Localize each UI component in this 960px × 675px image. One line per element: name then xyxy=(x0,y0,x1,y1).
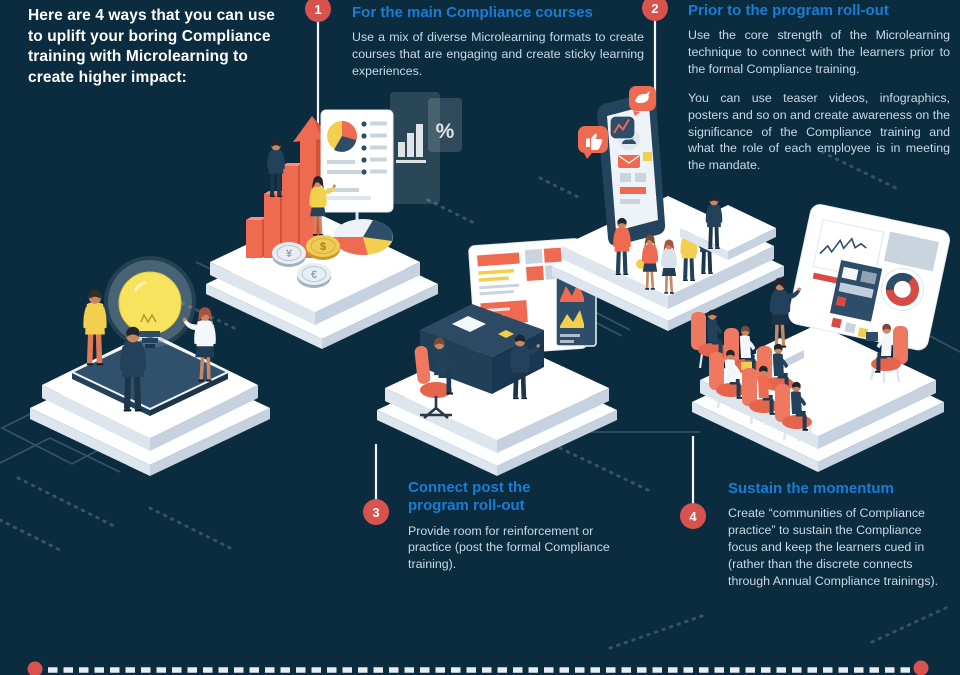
step-3-badge: 3 xyxy=(363,499,389,525)
svg-text:¥: ¥ xyxy=(286,248,293,260)
scene-growth-charts-presentation: % xyxy=(206,92,462,349)
section-2-title: Prior to the program roll-out xyxy=(688,2,889,19)
section-4-title: Sustain the momentum xyxy=(728,480,894,497)
projection-screen xyxy=(788,204,950,351)
chart-bubble-icon xyxy=(609,115,636,140)
section-2-paragraph: Use the core strength of the Microlearni… xyxy=(688,28,950,77)
coin-yen-icon: ¥ xyxy=(272,242,306,267)
section-3-paragraph: Provide room for reinforcement or practi… xyxy=(408,523,610,572)
coin-dollar-icon: $ xyxy=(306,235,340,260)
growth-bars-icon xyxy=(246,116,331,258)
section-4-paragraph: Create “communities of Compliance practi… xyxy=(728,506,939,588)
lightbulb-icon xyxy=(104,256,196,348)
step-2-badge: 2 xyxy=(642,0,668,21)
scene-office-desk-collaboration xyxy=(377,238,617,476)
coin-euro-icon: € xyxy=(297,263,331,288)
section-3-title: Connect post the program roll-out xyxy=(408,479,531,515)
dashed-baseline xyxy=(27,660,929,675)
corner-tile xyxy=(680,205,776,260)
section-4: Sustain the momentum Create “communities… xyxy=(728,480,944,602)
circuit-decoration xyxy=(0,150,960,650)
thumbs-up-icon xyxy=(578,126,608,159)
tablet-icon xyxy=(866,332,878,341)
floor-pie-chart-icon xyxy=(333,219,393,255)
pie-chart-icon xyxy=(327,121,357,152)
scene-classroom-training-session xyxy=(680,195,950,472)
intro-text: Here are 4 ways that you can use to upli… xyxy=(28,7,276,86)
office-chair xyxy=(414,345,452,419)
step-4-badge: 4 xyxy=(680,503,706,529)
audience-chairs xyxy=(689,309,910,443)
bar-chart-icon xyxy=(396,124,426,163)
percent-icon: % xyxy=(436,120,455,143)
envelope-icon xyxy=(618,155,640,168)
presentation-board xyxy=(320,109,394,234)
step-1-badge: 1 xyxy=(305,0,331,22)
smartphone xyxy=(597,92,666,246)
svg-text:€: € xyxy=(311,269,317,281)
section-1-title: For the main Compliance courses xyxy=(352,4,593,21)
section-1: For the main Compliance courses Use a mi… xyxy=(352,4,652,92)
ghost-panels: % xyxy=(390,92,462,204)
section-3: Connect post the program roll-out Provid… xyxy=(408,479,640,585)
baseline-right-dot xyxy=(913,660,929,675)
baseline-left-dot xyxy=(27,661,43,675)
svg-text:$: $ xyxy=(320,241,326,253)
yellow-paper-icon xyxy=(741,362,752,370)
bird-icon xyxy=(629,86,656,116)
scene-idea-lightbulb-team xyxy=(30,256,270,476)
section-2-paragraph: You can use teaser videos, infographics,… xyxy=(688,90,950,173)
section-1-paragraph: Use a mix of diverse Microlearning forma… xyxy=(352,30,644,79)
section-2: Prior to the program roll-out Use the co… xyxy=(688,2,954,186)
donut-chart-icon xyxy=(880,267,924,311)
